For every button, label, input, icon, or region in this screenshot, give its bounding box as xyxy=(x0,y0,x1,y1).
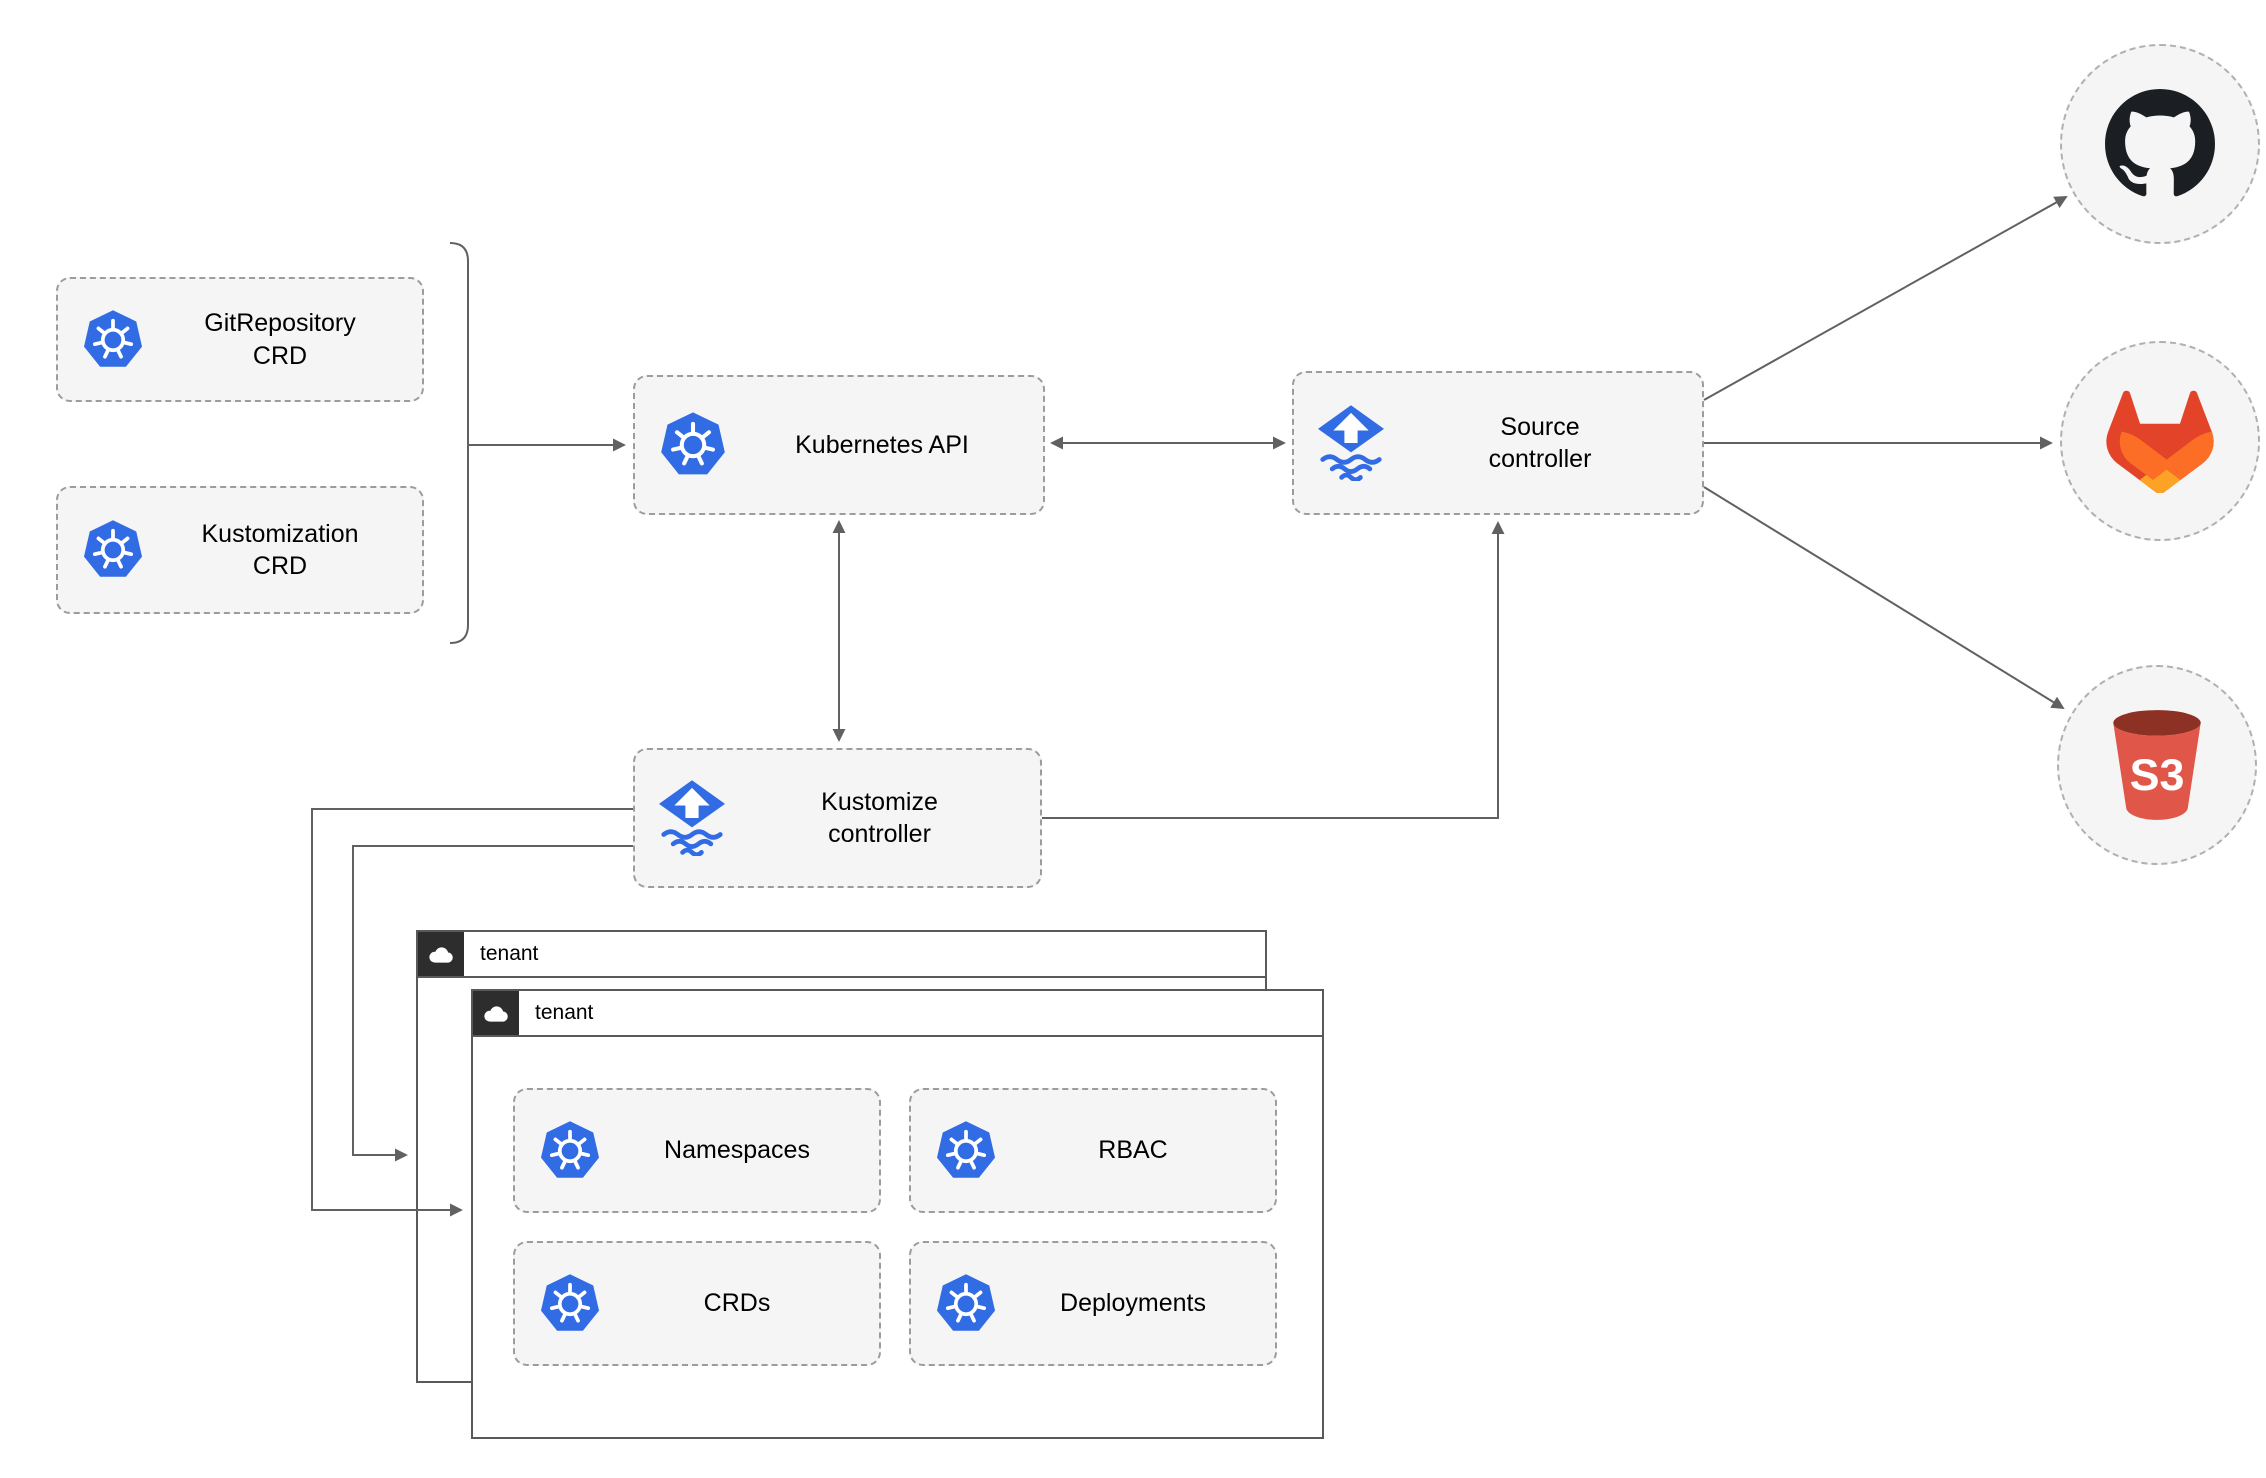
node-label: Kustomize controller xyxy=(821,787,938,849)
kubernetes-icon xyxy=(935,1273,997,1335)
node-namespaces: Namespaces xyxy=(513,1088,881,1213)
flux-icon xyxy=(659,780,725,856)
s3-label: S3 xyxy=(2130,750,2185,800)
kubernetes-icon xyxy=(82,519,144,581)
s3-bucket-icon: S3 xyxy=(2109,709,2205,821)
kubernetes-icon xyxy=(539,1273,601,1335)
node-deployments: Deployments xyxy=(909,1241,1277,1366)
tenant-title-bar: tenant xyxy=(473,991,1322,1037)
node-gitrepository-crd: GitRepository CRD xyxy=(56,277,424,402)
tenant-title-bar: tenant xyxy=(418,932,1265,978)
cloud-icon xyxy=(418,932,464,976)
node-kubernetes-api: Kubernetes API xyxy=(633,375,1045,515)
external-source-gitlab xyxy=(2060,341,2260,541)
kubernetes-icon xyxy=(82,309,144,371)
node-source-controller: Source controller xyxy=(1292,371,1704,515)
node-label: Source controller xyxy=(1488,412,1592,474)
kubernetes-icon xyxy=(935,1120,997,1182)
tenant-container-front: tenant Namespaces RBAC CRDs Deployments xyxy=(471,989,1324,1439)
external-source-s3: S3 xyxy=(2057,665,2257,865)
gitlab-icon xyxy=(2106,389,2214,493)
node-label: RBAC xyxy=(1098,1136,1168,1165)
edge-source-controller-to-s3 xyxy=(1703,486,2065,710)
cloud-icon xyxy=(473,991,519,1035)
edge-kustomize-controller-to-source-controller xyxy=(1042,521,1505,819)
node-label: Kubernetes API xyxy=(795,430,969,459)
kubernetes-icon xyxy=(659,411,727,479)
external-source-github xyxy=(2060,44,2260,244)
kubernetes-icon xyxy=(539,1120,601,1182)
edge-source-controller-to-github xyxy=(1703,196,2068,401)
github-icon xyxy=(2105,89,2215,199)
tenant-label: tenant xyxy=(480,942,539,965)
node-label: Deployments xyxy=(1060,1289,1206,1318)
node-kustomize-controller: Kustomize controller xyxy=(633,748,1042,888)
node-rbac: RBAC xyxy=(909,1088,1277,1213)
crd-group-bracket xyxy=(449,242,469,644)
node-crds: CRDs xyxy=(513,1241,881,1366)
flux-icon xyxy=(1318,405,1384,481)
node-label: CRDs xyxy=(703,1289,771,1318)
node-kustomization-crd: Kustomization CRD xyxy=(56,486,424,614)
node-label: GitRepository CRD xyxy=(204,309,356,370)
tenant-label: tenant xyxy=(535,1001,594,1024)
node-label: Kustomization CRD xyxy=(201,519,359,581)
node-label: Namespaces xyxy=(664,1136,810,1165)
